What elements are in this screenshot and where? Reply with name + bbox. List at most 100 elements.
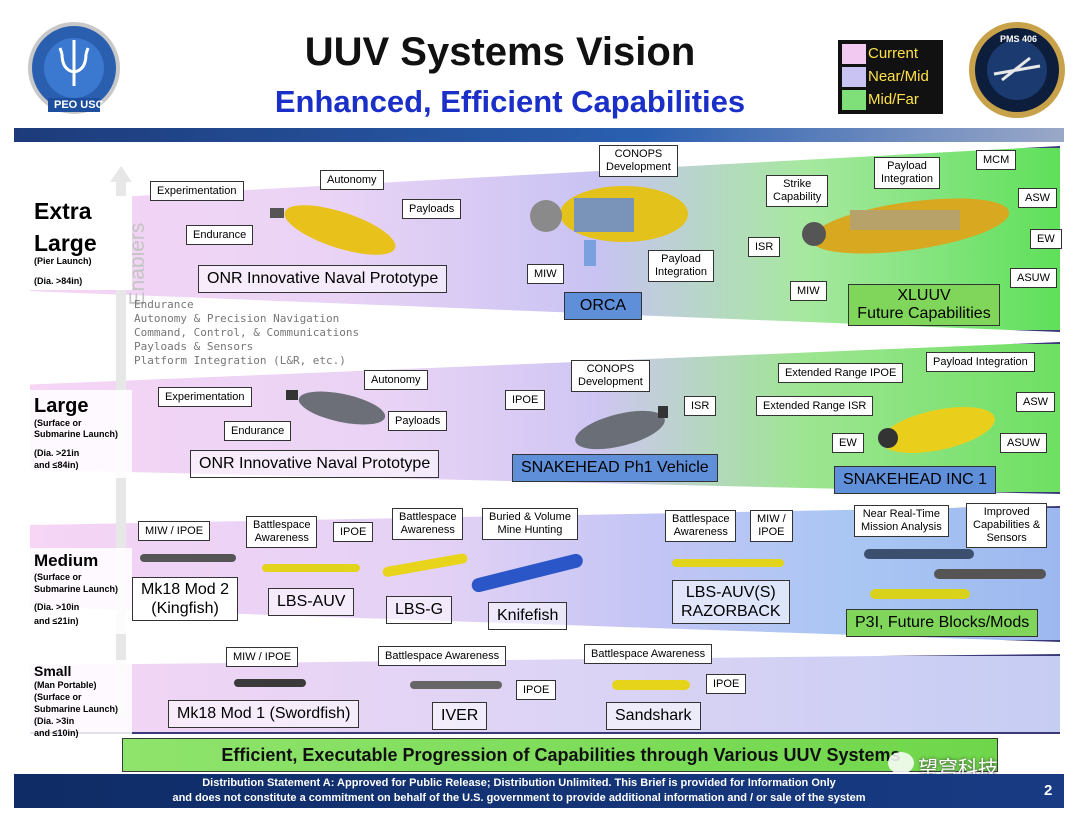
med-buried-line2: Mine Hunting — [497, 524, 563, 536]
lbs-auv-vehicle — [258, 560, 364, 576]
key-enabler-item: Platform Integration (L&R, etc.) — [134, 354, 346, 367]
large-onr-label: ONR Innovative Naval Prototype — [190, 450, 440, 478]
mk18-mod1-vehicle — [232, 676, 308, 690]
category-small-dia1: (Dia. >3in — [34, 716, 75, 726]
page-number: 2 — [1044, 782, 1053, 799]
left-logo-text: PEO USC — [54, 99, 104, 111]
category-medium-dia2: and ≤21in) — [34, 616, 79, 626]
snakehead-inc1-vehicle — [874, 400, 1004, 458]
sandshark-label: Sandshark — [606, 702, 701, 730]
timeline-legend: Current Near/Mid Mid/Far — [838, 40, 943, 114]
xluuv-label: XLUUV Future Capabilities — [848, 284, 1000, 326]
med-nrt-tag: Near Real-Time Mission Analysis — [854, 505, 949, 537]
med-miw-ipoe2-line2: IPOE — [758, 526, 785, 538]
xl-isr-tag: ISR — [748, 237, 781, 257]
category-medium-dia1: (Dia. >10in — [34, 602, 80, 612]
small-bsa2-tag: Battlespace Awareness — [584, 644, 713, 664]
large-payload-integration-tag: Payload Integration — [926, 352, 1035, 372]
header-divider — [14, 128, 1064, 142]
large-conops-line1: CONOPS — [586, 363, 635, 375]
category-large-launch1: (Surface or — [34, 418, 82, 428]
large-conops-tag: CONOPS Development — [571, 360, 650, 392]
xl-miw2-tag: MIW — [790, 281, 827, 301]
category-xl-title2: Large — [34, 230, 97, 256]
snakehead-inc1-label: SNAKEHEAD INC 1 — [834, 466, 997, 494]
key-enablers-list: Endurance Autonomy & Precision Navigatio… — [134, 298, 359, 368]
xl-endurance-tag: Endurance — [186, 225, 254, 245]
med-improved-line1: Improved — [983, 506, 1030, 518]
knifefish-label: Knifefish — [488, 602, 568, 630]
mk18-mod2-vehicle — [136, 550, 240, 566]
right-logo-text: PMS 406 — [1000, 34, 1038, 44]
xl-experimentation-tag: Experimentation — [150, 181, 244, 201]
legend-midfar — [842, 90, 866, 110]
right-logo: PMS 406 — [964, 18, 1070, 122]
xl-asw-tag: ASW — [1018, 188, 1058, 208]
category-xl-launch: (Pier Launch) — [34, 256, 92, 266]
med-bsa1-tag: Battlespace Awareness — [246, 516, 318, 548]
progression-banner-text: Efficient, Executable Progression of Cap… — [221, 745, 901, 765]
footer-bar: Distribution Statement A: Approved for P… — [14, 774, 1064, 808]
category-medium-title: Medium — [34, 551, 99, 570]
med-improved-line3: Sensors — [986, 532, 1027, 544]
mk18-mod1-label: Mk18 Mod 1 (Swordfish) — [168, 700, 360, 728]
category-large-dia1: (Dia. >21in — [34, 448, 80, 458]
mk18-mod2-line2: (Kingfish) — [151, 600, 219, 617]
xl-strike-line1: Strike — [783, 178, 812, 190]
large-ext-ipoe-tag: Extended Range IPOE — [778, 363, 904, 383]
med-miw-ipoe2-line1: MIW / — [757, 513, 786, 525]
category-small: Small (Man Portable) (Surface or Submari… — [28, 660, 132, 742]
category-xl: Extra Large (Pier Launch) (Dia. >84in) — [28, 196, 132, 290]
wechat-icon — [888, 752, 914, 774]
progression-banner: Efficient, Executable Progression of Cap… — [122, 738, 998, 772]
med-nrt-line1: Near Real-Time — [862, 508, 940, 520]
iver-label: IVER — [432, 702, 488, 730]
med-buried-tag: Buried & Volume Mine Hunting — [482, 508, 578, 540]
page-title: UUV Systems Vision — [304, 30, 696, 74]
large-onr-vehicle — [280, 380, 390, 430]
footer-line1: Distribution Statement A: Approved for P… — [202, 777, 836, 789]
legend-nearmid — [842, 67, 866, 87]
category-small-launch3: Submarine Launch) — [34, 704, 119, 714]
med-bsa3-tag: Battlespace Awareness — [665, 510, 737, 542]
category-small-dia2: and ≤10in) — [34, 728, 79, 738]
category-medium-launch1: (Surface or — [34, 572, 82, 582]
med-bsa2-line1: Battlespace — [399, 511, 457, 523]
key-enabler-item: Endurance — [134, 298, 194, 311]
razorback-label: LBS-AUV(S) RAZORBACK — [672, 580, 790, 624]
legend-nearmid-label: Near/Mid — [868, 68, 929, 85]
med-bsa2-tag: Battlespace Awareness — [392, 508, 464, 540]
xl-conops-line1: CONOPS — [614, 148, 663, 160]
mk18-mod2-line1: Mk18 Mod 2 — [141, 581, 230, 598]
med-miw-ipoe2-tag: MIW / IPOE — [750, 510, 793, 542]
xl-ew-tag: EW — [1030, 229, 1062, 249]
mk18-mod2-label: Mk18 Mod 2 (Kingfish) — [132, 577, 239, 621]
orca-label: ORCA — [564, 292, 642, 320]
p3i-label: P3I, Future Blocks/Mods — [846, 609, 1039, 637]
large-conops-line2: Development — [578, 376, 643, 388]
category-large: Large (Surface or Submarine Launch) (Dia… — [28, 390, 132, 478]
knifefish-vehicle — [464, 552, 590, 593]
category-small-title: Small — [34, 663, 72, 679]
key-enabler-item: Command, Control, & Communications — [134, 326, 360, 339]
xluuv-label-line1: XLUUV — [897, 287, 951, 304]
xl-pi-tag: Payload Integration — [874, 157, 940, 189]
category-xl-dia: (Dia. >84in) — [34, 276, 83, 286]
sandshark-vehicle — [608, 676, 694, 694]
large-asuw-tag: ASUW — [1000, 433, 1047, 453]
category-large-launch2: Submarine Launch) — [34, 429, 119, 439]
med-miw-ipoe-tag: MIW / IPOE — [138, 521, 211, 541]
xl-pi-line2: Integration — [881, 173, 933, 185]
xl-payload-integration-line2: Integration — [655, 266, 707, 278]
xl-payload-integration-line1: Payload — [661, 253, 701, 265]
lbs-g-label: LBS-G — [386, 596, 453, 624]
razorback-line1: LBS-AUV(S) — [685, 584, 776, 601]
small-ipoe2-tag: IPOE — [706, 674, 747, 694]
category-large-title: Large — [34, 395, 89, 417]
small-bsa1-tag: Battlespace Awareness — [378, 646, 507, 666]
med-improved-line2: Capabilities & — [973, 519, 1041, 531]
xl-strike-tag: Strike Capability — [766, 175, 829, 207]
xl-payload-integration-tag: Payload Integration — [648, 250, 714, 282]
footer-line2: and does not constitute a commitment on … — [172, 792, 866, 804]
large-endurance-tag: Endurance — [224, 421, 292, 441]
